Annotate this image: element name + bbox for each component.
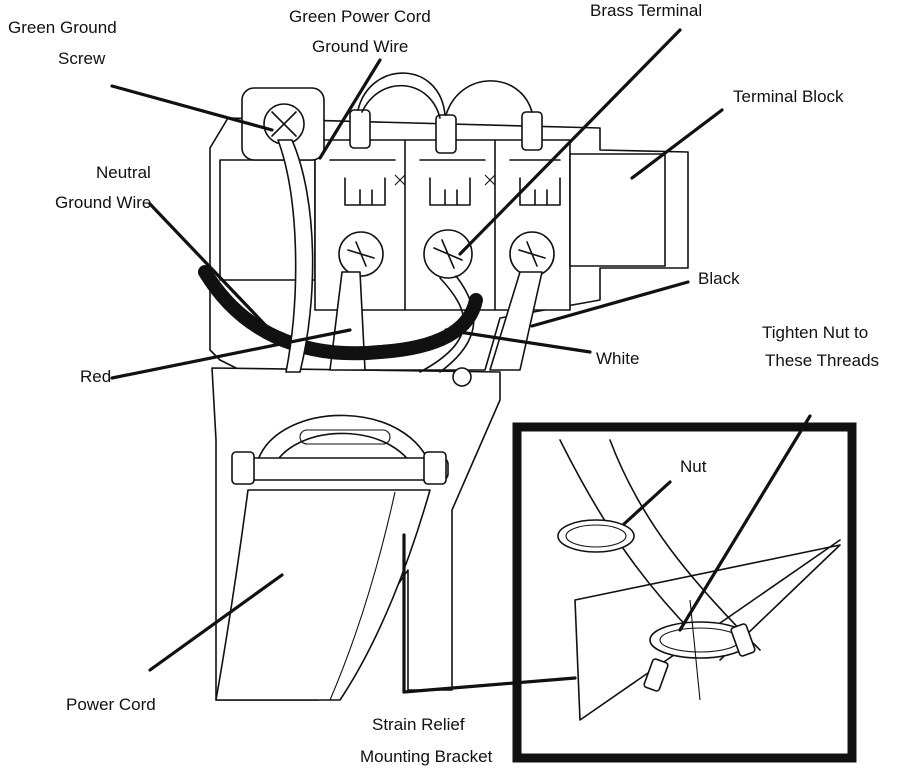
label-tighten-nut-1: Tighten Nut to [762, 323, 868, 342]
label-neutral-ground-wire-2: Ground Wire [55, 193, 151, 212]
label-black: Black [698, 269, 740, 288]
strain-relief-clamp [231, 414, 449, 485]
label-neutral-ground-wire-1: Neutral [96, 163, 151, 182]
label-nut: Nut [680, 457, 707, 476]
green-ground-screw [241, 87, 325, 161]
label-green-power-cord-2: Ground Wire [312, 37, 408, 56]
power-cord [215, 489, 431, 701]
red-wire [329, 271, 366, 371]
label-terminal-block: Terminal Block [733, 87, 844, 106]
brass-terminal-screws [338, 229, 555, 279]
label-strain-relief-1: Strain Relief [372, 715, 465, 734]
label-red: Red [80, 367, 111, 386]
label-strain-relief-2: Mounting Bracket [360, 747, 493, 766]
wires [198, 139, 543, 373]
label-white: White [596, 349, 639, 368]
label-brass-terminal: Brass Terminal [590, 1, 702, 20]
label-power-cord: Power Cord [66, 695, 156, 714]
label-green-power-cord-1: Green Power Cord [289, 7, 431, 26]
labels: Green Ground Screw Green Power Cord Grou… [8, 1, 879, 766]
leader-lines [110, 28, 812, 694]
label-tighten-nut-2: These Threads [765, 351, 879, 370]
inset-detail [512, 422, 857, 763]
label-green-ground-screw-2: Screw [58, 49, 106, 68]
neutral-ground-wire [198, 265, 483, 361]
bracket-hole [452, 367, 472, 387]
wire-connectors [349, 72, 543, 154]
label-green-ground-screw-1: Green Ground [8, 18, 117, 37]
green-ground-wire [277, 139, 314, 373]
